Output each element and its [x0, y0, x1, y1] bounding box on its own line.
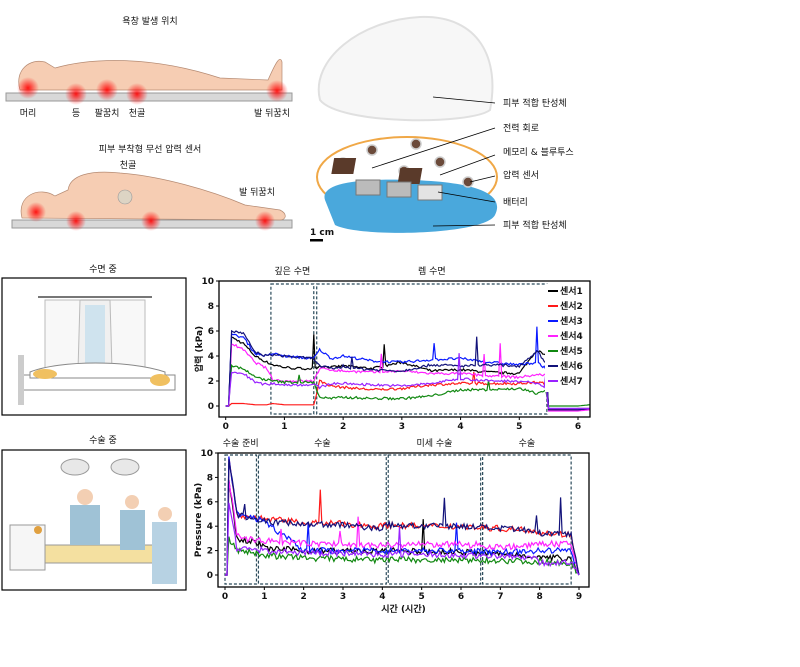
series-line-s7 — [225, 502, 580, 576]
y-tick-label: 0 — [208, 402, 214, 412]
x-tick-label: 5 — [516, 422, 522, 432]
ulcer-sites-title: 욕창 발생 위치 — [122, 15, 177, 27]
x-tick-label: 0 — [222, 592, 228, 602]
region-label: 렘 수면 — [418, 265, 446, 277]
y-axis-label: Pressure (kPa) — [194, 483, 204, 558]
scale-bar — [310, 239, 323, 242]
region-box — [316, 283, 548, 415]
legend-label: 센서4 — [560, 330, 583, 342]
site-head: 머리 — [20, 108, 37, 119]
surgery-pressure-chart: 수술 준비 수술 미세 수술 수술 0 1 2 3 4 5 6 7 8 9 0 2 4 6 8 10Pressure … — [194, 438, 590, 615]
ulcer-sites-illustration: 욕창 발생 위치 머리 등 팔꿈치 천골 발 뒤꿈치 피부 부착형 무선 압력 … — [5, 15, 293, 231]
y-tick-label: 4 — [207, 522, 213, 532]
x-tick-label: 3 — [340, 592, 346, 602]
x-tick-label: 4 — [457, 422, 463, 432]
series-line-s2 — [225, 372, 590, 411]
x-tick-label: 1 — [281, 422, 287, 432]
body-supine — [18, 58, 283, 91]
site-back: 등 — [72, 108, 80, 119]
series-line-s6 — [225, 329, 590, 411]
legend-label: 센서3 — [560, 315, 583, 327]
y-tick-label: 6 — [207, 498, 213, 508]
legend-label: 센서6 — [560, 360, 583, 372]
y-tick-label: 8 — [207, 473, 213, 483]
site-heel: 발 뒤꿈치 — [254, 107, 290, 119]
series-line-s1 — [225, 334, 590, 411]
legend-label: 센서2 — [560, 300, 583, 312]
y-tick-label: 0 — [207, 571, 213, 581]
sensor-site-sacrum: 천골 — [120, 160, 137, 171]
sleep-scene — [1, 277, 187, 416]
legend-label: 센서7 — [560, 375, 583, 387]
device-exploded-view: 피부 적합 탄성체 전력 회로 메모리 & 블루투스 압력 센서 배터리 피부 … — [310, 15, 574, 242]
legend-label: 센서5 — [560, 345, 583, 357]
x-tick-label: 5 — [419, 592, 425, 602]
x-tick-label: 4 — [379, 592, 385, 602]
y-axis-label: 압력 (kPa) — [193, 326, 205, 372]
series-line-s7 — [225, 353, 590, 410]
label-bottom-elastomer: 피부 적합 탄성체 — [503, 219, 567, 231]
x-tick-label: 0 — [223, 422, 229, 432]
series-line-s3 — [225, 326, 590, 410]
site-elbow: 팔꿈치 — [95, 107, 120, 119]
region-label: 수술 — [314, 438, 331, 449]
region-label: 미세 수술 — [416, 438, 452, 449]
region-box — [482, 454, 572, 585]
body-prone — [20, 171, 286, 221]
power-circuit-chip — [331, 158, 357, 174]
bed-surface — [5, 92, 293, 102]
label-power-circuit: 전력 회로 — [503, 122, 539, 134]
x-axis-label: 시간 (시간) — [381, 603, 425, 615]
sleep-pressure-chart: 깊은 수면 렘 수면 0 1 2 3 4 5 6 0 2 4 6 8 10 압력 (kPa) 센서1 센서2 센서3… — [193, 265, 591, 432]
label-top-elastomer: 피부 적합 탄성체 — [503, 97, 567, 109]
x-tick-label: 6 — [575, 422, 581, 432]
x-tick-label: 7 — [497, 592, 503, 602]
y-tick-label: 4 — [208, 352, 214, 362]
y-tick-label: 2 — [208, 377, 214, 387]
x-tick-label: 2 — [301, 592, 307, 602]
x-tick-label: 6 — [458, 592, 464, 602]
label-memory-bluetooth: 메모리 & 블루투스 — [503, 147, 574, 158]
label-battery: 배터리 — [503, 197, 528, 208]
battery — [417, 184, 443, 201]
series-line-s5 — [225, 363, 590, 407]
scale-bar-label: 1 cm — [310, 228, 334, 238]
surgery-scene — [1, 449, 187, 591]
y-tick-label: 10 — [201, 277, 214, 287]
y-tick-label: 6 — [208, 327, 214, 337]
legend-label: 센서1 — [560, 285, 583, 297]
series-line-s6 — [225, 459, 580, 576]
sensor-title: 피부 부착형 무선 압력 센서 — [99, 143, 202, 155]
region-label: 깊은 수면 — [274, 265, 310, 277]
site-sacrum: 천골 — [129, 108, 146, 119]
series-line-s5 — [225, 536, 580, 576]
memory-bluetooth-chip — [397, 168, 423, 184]
scene-surgery-label: 수술 중 — [89, 435, 117, 446]
label-pressure-sensor: 압력 센서 — [503, 169, 539, 181]
x-tick-label: 8 — [537, 592, 543, 602]
region-label: 수술 — [519, 438, 536, 449]
legend-bg — [545, 284, 589, 392]
y-tick-label: 10 — [200, 449, 213, 459]
x-tick-label: 9 — [576, 592, 582, 602]
plot-frame — [217, 452, 590, 588]
region-box — [257, 454, 387, 585]
x-tick-label: 2 — [340, 422, 346, 432]
y-tick-label: 8 — [208, 302, 214, 312]
plot-frame — [218, 280, 591, 418]
sensor-patch — [117, 189, 133, 205]
sensor-site-heel: 발 뒤꿈치 — [239, 186, 275, 198]
region-box — [387, 454, 482, 585]
region-box — [270, 283, 315, 415]
scene-sleep-label: 수면 중 — [89, 264, 117, 275]
region-label: 수술 준비 — [223, 438, 259, 449]
x-tick-label: 3 — [399, 422, 405, 432]
y-tick-label: 2 — [207, 547, 213, 557]
x-tick-label: 1 — [261, 592, 267, 602]
top-elastomer — [317, 15, 494, 122]
